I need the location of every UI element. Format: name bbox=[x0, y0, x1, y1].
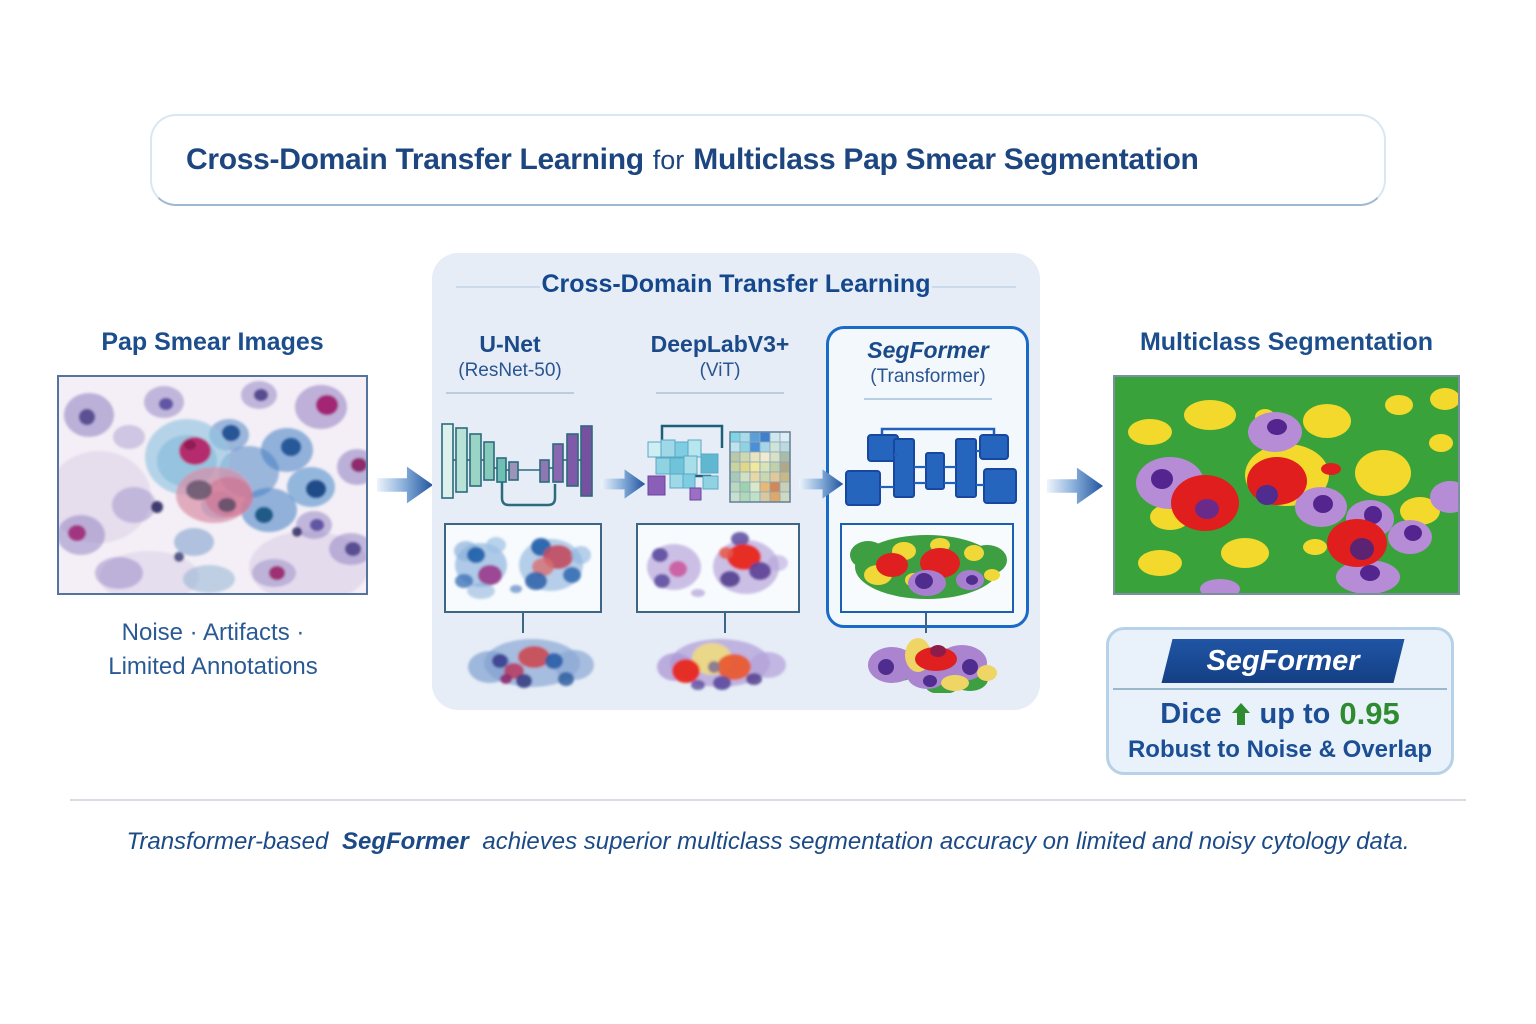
column-divider bbox=[656, 392, 784, 394]
segformer-output-illustration bbox=[868, 638, 997, 693]
dice-metric: Dice up to 0.95 bbox=[1109, 696, 1451, 732]
deeplab-architecture-icon bbox=[647, 424, 791, 503]
model-column-deeplab: DeepLabV3+ (ViT) bbox=[645, 331, 795, 394]
segmentation-illustration bbox=[1115, 377, 1470, 599]
transfer-learning-panel: Cross-Domain Transfer Learning U-Net (Re… bbox=[432, 253, 1040, 710]
sample-connector-line bbox=[724, 613, 726, 633]
header-line-right bbox=[932, 286, 1016, 288]
unet-architecture-icon bbox=[441, 423, 593, 507]
footer-divider bbox=[70, 799, 1466, 801]
sample-connector-line bbox=[522, 613, 524, 633]
unet-sample-illustration bbox=[454, 537, 591, 599]
ribbon-label: SegFormer bbox=[1206, 645, 1360, 677]
pap-smear-image bbox=[47, 375, 377, 603]
unet-output-illustration bbox=[468, 639, 594, 688]
footer-pre: Transformer-based bbox=[126, 828, 329, 855]
sample-connector-line bbox=[925, 613, 927, 633]
segformer-architecture-icon bbox=[845, 427, 1017, 506]
deeplab-sample-illustration bbox=[647, 532, 788, 597]
deeplab-output-illustration bbox=[657, 639, 786, 690]
model-column-segformer: SegFormer (Transformer) bbox=[853, 337, 1003, 400]
unet-sample-box bbox=[444, 523, 602, 613]
caption-line-1: Noise · Artifacts · bbox=[121, 619, 305, 646]
model-column-unet: U-Net (ResNet-50) bbox=[436, 331, 584, 394]
pap-smear-caption: Noise · Artifacts · Limited Annotations bbox=[20, 616, 406, 684]
dice-up-to: up to bbox=[1259, 697, 1331, 730]
header-line-left bbox=[456, 286, 540, 288]
arrow-right-icon bbox=[798, 469, 844, 499]
model-backbone: (ResNet-50) bbox=[458, 360, 562, 381]
footer-caption: Transformer-based SegFormer achieves sup… bbox=[0, 828, 1536, 856]
pap-smear-heading: Pap Smear Images bbox=[101, 328, 324, 356]
segformer-ribbon: SegFormer bbox=[1161, 639, 1405, 683]
column-divider bbox=[864, 398, 992, 400]
up-arrow-icon bbox=[1231, 703, 1250, 725]
dice-value: 0.95 bbox=[1339, 696, 1400, 731]
page-title-part1: Cross-Domain Transfer Learning bbox=[186, 143, 644, 176]
caption-line-2: Limited Annotations bbox=[108, 653, 318, 680]
segmentation-result-image bbox=[1113, 375, 1470, 599]
robust-text: Robust to Noise & Overlap bbox=[1127, 736, 1433, 763]
title-banner: Cross-Domain Transfer Learning for Multi… bbox=[150, 114, 1386, 206]
panel-header: Cross-Domain Transfer Learning bbox=[541, 270, 931, 298]
footer-model-name: SegFormer bbox=[342, 828, 469, 855]
segformer-sample-illustration bbox=[850, 535, 1007, 599]
result-badge: SegFormer Dice up to 0.95 Robust to Nois… bbox=[1106, 627, 1454, 775]
segformer-sample-box bbox=[840, 523, 1014, 613]
multiclass-heading: Multiclass Segmentation bbox=[1139, 328, 1434, 356]
model-name: U-Net bbox=[479, 331, 541, 357]
arrow-right-icon bbox=[600, 469, 646, 499]
arrow-right-icon bbox=[1046, 467, 1104, 505]
page-title-connector: for bbox=[652, 144, 685, 175]
dice-label: Dice bbox=[1160, 697, 1222, 730]
footer-post: achieves superior multiclass segmentatio… bbox=[482, 828, 1410, 855]
model-backbone: (Transformer) bbox=[870, 366, 986, 387]
deeplab-sample-box bbox=[636, 523, 800, 613]
column-divider bbox=[446, 392, 574, 394]
pap-smear-illustration bbox=[47, 377, 377, 603]
model-backbone: (ViT) bbox=[699, 360, 741, 381]
model-name: SegFormer bbox=[867, 337, 989, 363]
model-name: DeepLabV3+ bbox=[650, 331, 790, 357]
arrow-right-icon bbox=[376, 466, 434, 504]
page-title-part2: Multiclass Pap Smear Segmentation bbox=[693, 143, 1199, 176]
badge-divider bbox=[1113, 688, 1447, 690]
